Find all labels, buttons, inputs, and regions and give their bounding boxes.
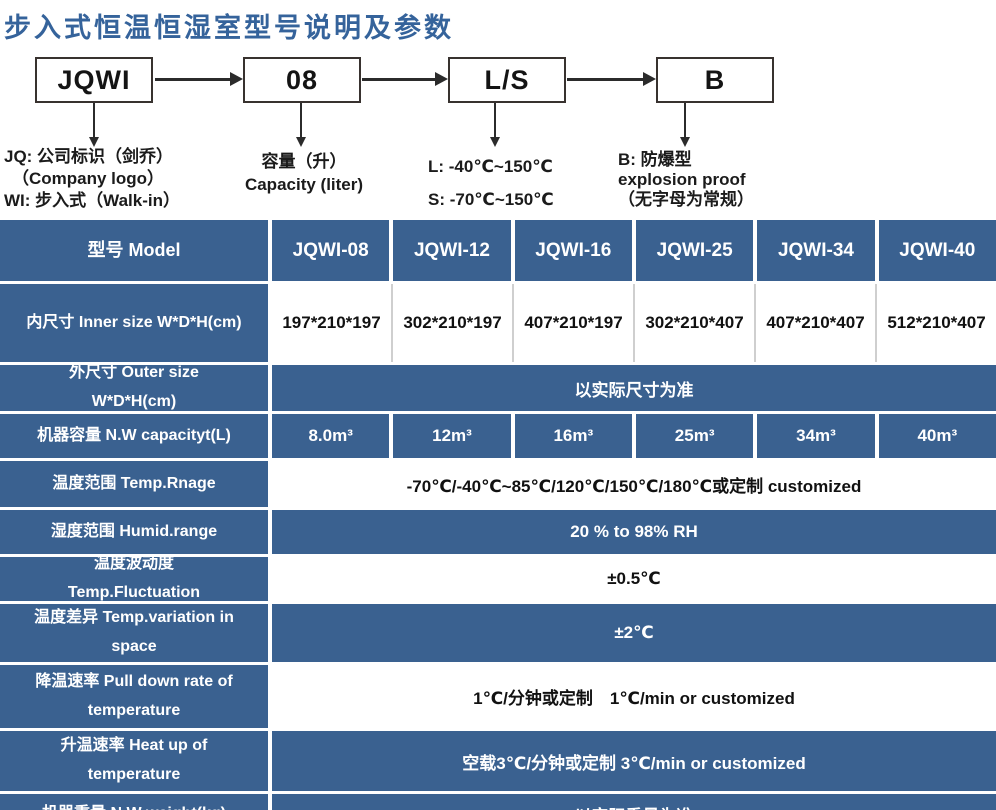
arrow-down-head-2 bbox=[296, 137, 306, 147]
table-row-temp-variation: 温度差异 Temp.variation in space ±2℃ bbox=[0, 604, 996, 662]
row-label: 机器重量 N.W weight(kg) bbox=[0, 794, 268, 810]
cell-value: 407*210*197 bbox=[512, 284, 633, 362]
header-label: 型号 Model bbox=[0, 220, 268, 281]
cell-value: 40m³ bbox=[878, 414, 996, 458]
note-temp-range: L: -40℃~150℃ S: -70℃~150℃ bbox=[428, 157, 554, 209]
row-label: 温度差异 Temp.variation in space bbox=[0, 604, 268, 662]
table-row-humidity-range: 湿度范围 Humid.range 20 % to 98% RH bbox=[0, 510, 996, 554]
arrow-right-line-2 bbox=[362, 78, 436, 81]
table-row-inner-size: 内尺寸 Inner size W*D*H(cm) 197*210*197 302… bbox=[0, 284, 996, 362]
model-header: JQWI-40 bbox=[878, 220, 996, 281]
cell-value: 302*210*407 bbox=[633, 284, 754, 362]
parameters-table: 型号 Model JQWI-08 JQWI-12 JQWI-16 JQWI-25… bbox=[0, 220, 996, 810]
cell-value: 512*210*407 bbox=[875, 284, 996, 362]
cell-value: 302*210*197 bbox=[391, 284, 512, 362]
merged-value: 1℃/分钟或定制 1℃/min or customized bbox=[272, 665, 996, 728]
merged-value: 以实际重量为准 bbox=[272, 794, 996, 810]
row-label: 温度波动度 Temp.Fluctuation bbox=[0, 555, 268, 601]
row-label: 升温速率 Heat up of temperature bbox=[0, 731, 268, 791]
row-label: 外尺寸 Outer size W*D*H(cm) bbox=[0, 364, 268, 411]
note-capacity: 容量（升） Capacity (liter) bbox=[244, 152, 364, 194]
model-header: JQWI-12 bbox=[393, 220, 511, 281]
note-explosion-proof: B: 防爆型 explosion proof （无字母为常规） bbox=[618, 150, 754, 209]
arrow-down-line-1 bbox=[93, 103, 95, 138]
row-label: 湿度范围 Humid.range bbox=[0, 510, 268, 554]
row-label: 温度范围 Temp.Rnage bbox=[0, 461, 268, 507]
diagram-box-company: JQWI bbox=[35, 57, 153, 103]
merged-value: 以实际尺寸为准 bbox=[272, 365, 996, 411]
arrow-down-head-1 bbox=[89, 137, 99, 147]
merged-value: 20 % to 98% RH bbox=[272, 510, 996, 554]
model-header: JQWI-25 bbox=[635, 220, 754, 281]
arrow-down-line-4 bbox=[684, 103, 686, 138]
arrow-right-head-2 bbox=[435, 72, 448, 86]
arrow-down-head-4 bbox=[680, 137, 690, 147]
row-label: 机器容量 N.W capacityt(L) bbox=[0, 414, 268, 458]
table-row-weight-partial: 机器重量 N.W weight(kg) 以实际重量为准 bbox=[0, 794, 996, 810]
arrow-down-line-2 bbox=[300, 103, 302, 138]
arrow-right-head-1 bbox=[230, 72, 243, 86]
arrow-down-line-3 bbox=[494, 103, 496, 138]
page-title: 步入式恒温恒湿室型号说明及参数 bbox=[4, 13, 454, 43]
model-header: JQWI-16 bbox=[514, 220, 632, 281]
table-row-pull-down-rate: 降温速率 Pull down rate of temperature 1℃/分钟… bbox=[0, 665, 996, 728]
arrow-right-head-3 bbox=[643, 72, 656, 86]
model-header: JQWI-08 bbox=[272, 220, 390, 281]
table-row-outer-size: 外尺寸 Outer size W*D*H(cm) 以实际尺寸为准 bbox=[0, 364, 996, 411]
row-label: 内尺寸 Inner size W*D*H(cm) bbox=[0, 284, 268, 362]
merged-value: ±2℃ bbox=[272, 604, 996, 662]
arrow-right-line-1 bbox=[155, 78, 231, 81]
cell-value: 34m³ bbox=[757, 414, 875, 458]
arrow-right-line-3 bbox=[567, 78, 644, 81]
row-label: 降温速率 Pull down rate of temperature bbox=[0, 665, 268, 728]
cell-value: 197*210*197 bbox=[272, 284, 391, 362]
merged-value: -70℃/-40℃~85℃/120℃/150℃/180℃或定制 customiz… bbox=[272, 461, 996, 507]
table-header-row: 型号 Model JQWI-08 JQWI-12 JQWI-16 JQWI-25… bbox=[0, 220, 996, 281]
merged-value: 空载3℃/分钟或定制 3℃/min or customized bbox=[272, 731, 996, 791]
cell-value: 16m³ bbox=[514, 414, 632, 458]
note-company-logo: JQ: 公司标识（剑乔） （Company logo） WI: 步入式（Walk… bbox=[4, 147, 180, 210]
diagram-box-explosion: B bbox=[656, 57, 774, 103]
merged-value: ±0.5℃ bbox=[272, 557, 996, 601]
cell-value: 12m³ bbox=[393, 414, 511, 458]
diagram-box-temp: L/S bbox=[448, 57, 566, 103]
table-row-temp-fluctuation: 温度波动度 Temp.Fluctuation ±0.5℃ bbox=[0, 555, 996, 601]
diagram-box-capacity: 08 bbox=[243, 57, 361, 103]
cell-value: 8.0m³ bbox=[272, 414, 390, 458]
arrow-down-head-3 bbox=[490, 137, 500, 147]
table-row-capacity: 机器容量 N.W capacityt(L) 8.0m³ 12m³ 16m³ 25… bbox=[0, 414, 996, 458]
cell-value: 25m³ bbox=[635, 414, 754, 458]
cell-value: 407*210*407 bbox=[754, 284, 875, 362]
model-header: JQWI-34 bbox=[757, 220, 875, 281]
table-row-temp-range: 温度范围 Temp.Rnage -70℃/-40℃~85℃/120℃/150℃/… bbox=[0, 461, 996, 507]
table-row-heat-up-rate: 升温速率 Heat up of temperature 空载3℃/分钟或定制 3… bbox=[0, 731, 996, 791]
